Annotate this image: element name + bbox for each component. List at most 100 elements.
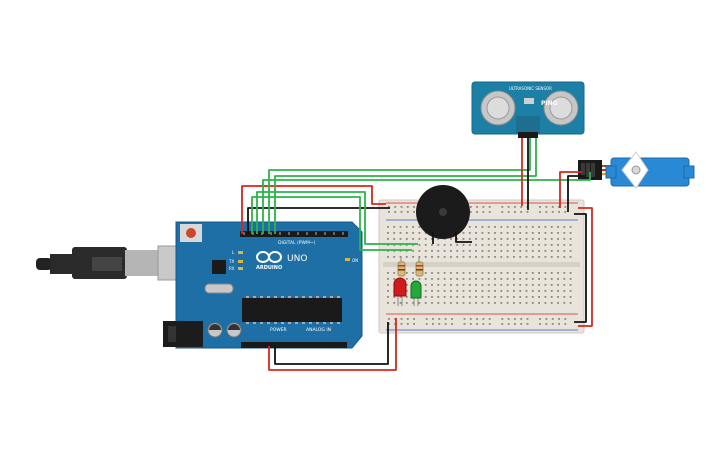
breadboard-hole	[431, 250, 433, 252]
breadboard-hole	[551, 323, 554, 325]
breadboard-hole	[563, 278, 566, 280]
breadboard-hole	[468, 284, 471, 286]
digital-label: DIGITAL (PWM~)	[278, 240, 316, 246]
breadboard-hole	[475, 226, 477, 228]
breadboard-hole	[400, 206, 403, 208]
breadboard-hole	[494, 278, 496, 280]
breadboard-hole	[456, 244, 459, 246]
breadboard-hole	[456, 250, 459, 252]
on-label: ON	[352, 258, 358, 263]
breadboard-hole	[405, 272, 408, 274]
wire-green-servo	[262, 172, 591, 234]
breadboard-hole	[550, 284, 553, 286]
breadboard-hole	[494, 232, 496, 234]
breadboard-hole	[418, 278, 421, 280]
breadboard-hole	[437, 238, 440, 240]
wire-green-led	[251, 196, 412, 251]
breadboard-hole	[468, 278, 471, 280]
breadboard-hole	[558, 323, 560, 325]
breadboard-hole	[405, 284, 408, 286]
breadboard-hole	[400, 318, 403, 320]
breadboard-hole	[531, 302, 534, 304]
breadboard-hole	[437, 302, 440, 304]
ultrasonic-sensor: ULTRASONIC SENSOR PING	[471, 81, 585, 138]
breadboard-hole	[564, 211, 567, 213]
breadboard-hole	[563, 232, 566, 234]
breadboard-hole	[481, 296, 484, 298]
breadboard-hole	[431, 284, 433, 286]
breadboard-hole	[475, 232, 477, 234]
breadboard-hole	[462, 284, 465, 286]
breadboard-hole	[494, 290, 496, 292]
breadboard-hole	[538, 256, 540, 258]
breadboard-hole	[538, 226, 540, 228]
breadboard-hole	[450, 272, 452, 274]
breadboard-hole	[544, 232, 547, 234]
breadboard-hole	[520, 206, 523, 208]
breadboard-hole	[563, 250, 566, 252]
breadboard-hole	[507, 206, 510, 208]
breadboard-hole	[539, 323, 541, 325]
breadboard-hole	[450, 284, 452, 286]
servo-motor	[578, 151, 695, 189]
breadboard-hole	[487, 256, 490, 258]
breadboard-hole	[500, 232, 503, 234]
on-led	[345, 258, 350, 261]
breadboard-hole	[538, 296, 540, 298]
breadboard-hole	[525, 302, 528, 304]
breadboard-hole	[513, 272, 515, 274]
breadboard-hole	[394, 206, 397, 208]
breadboard-hole	[519, 226, 522, 228]
breadboard-hole	[538, 284, 540, 286]
breadboard-hole	[500, 226, 503, 228]
breadboard-hole	[431, 256, 433, 258]
breadboard-hole	[550, 256, 553, 258]
breadboard-hole	[500, 272, 503, 274]
breadboard-hole	[514, 211, 516, 213]
breadboard-hole	[531, 296, 534, 298]
tx-led	[238, 260, 243, 263]
breadboard-hole	[412, 232, 414, 234]
breadboard-hole	[450, 250, 452, 252]
breadboard-hole	[514, 318, 516, 320]
breadboard-hole	[520, 323, 523, 325]
breadboard-hole	[513, 238, 515, 240]
breadboard-hole	[519, 296, 522, 298]
breadboard-hole	[475, 290, 477, 292]
breadboard-hole	[557, 238, 559, 240]
breadboard-hole	[544, 290, 547, 292]
breadboard-hole	[564, 318, 567, 320]
usb-cable-strain	[36, 258, 52, 270]
breadboard-hole	[475, 250, 477, 252]
breadboard-hole	[481, 278, 484, 280]
breadboard-hole	[569, 226, 572, 228]
breadboard-hole	[500, 290, 503, 292]
breadboard-hole	[501, 318, 504, 320]
breadboard-hole	[431, 238, 433, 240]
breadboard-hole	[424, 244, 427, 246]
breadboard-hole	[506, 284, 509, 286]
breadboard-hole	[387, 290, 389, 292]
breadboard-hole	[569, 302, 572, 304]
breadboard-hole	[399, 302, 402, 304]
breadboard-hole	[494, 250, 496, 252]
breadboard-hole	[437, 278, 440, 280]
sensor-model-text: ULTRASONIC SENSOR	[509, 86, 552, 91]
breadboard-hole	[569, 250, 572, 252]
breadboard-hole	[412, 278, 414, 280]
breadboard-hole	[456, 256, 459, 258]
breadboard-hole	[468, 272, 471, 274]
breadboard-hole	[514, 206, 516, 208]
breadboard-hole	[412, 226, 414, 228]
breadboard-hole	[507, 211, 510, 213]
breadboard-hole	[481, 290, 484, 292]
breadboard-hole	[456, 284, 459, 286]
led-section	[393, 256, 424, 306]
breadboard-hole	[550, 250, 553, 252]
breadboard-hole	[538, 302, 540, 304]
breadboard-hole	[482, 318, 485, 320]
breadboard-hole	[443, 284, 446, 286]
breadboard-hole	[443, 272, 446, 274]
breadboard-hole	[545, 206, 548, 208]
